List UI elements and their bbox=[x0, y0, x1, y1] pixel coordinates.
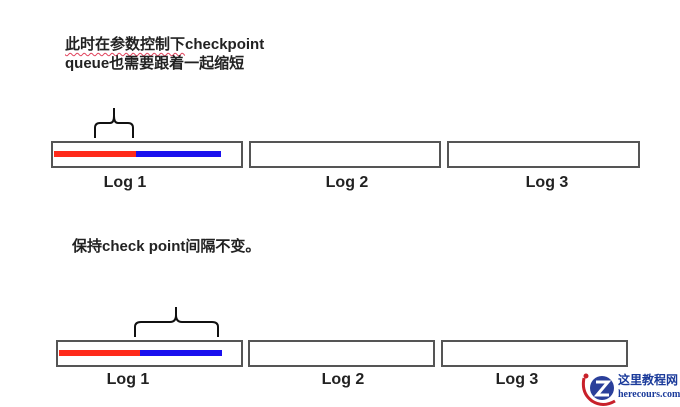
note-line2: queue也需要跟着一起缩短 bbox=[65, 55, 245, 72]
watermark-url: herecours.com bbox=[618, 389, 680, 400]
log2-label-top: Log 2 bbox=[325, 174, 369, 191]
log2-label-bottom: Log 2 bbox=[321, 371, 365, 388]
log2-box-bottom bbox=[248, 340, 435, 367]
log1-box-top bbox=[51, 141, 243, 168]
note-line1-en: checkpoint bbox=[185, 36, 265, 53]
log1-label-top: Log 1 bbox=[103, 174, 147, 191]
note-line1-cn: 此时在参数控制下 bbox=[65, 36, 186, 53]
watermark-logo: 这里教程网 herecours.com bbox=[580, 370, 680, 407]
log3-box-bottom bbox=[441, 340, 628, 367]
watermark-title: 这里教程网 bbox=[618, 373, 679, 387]
checkpointed-segment bbox=[54, 151, 136, 157]
checkpointed-segment bbox=[59, 350, 140, 356]
active-segment bbox=[136, 151, 221, 157]
log3-label-bottom: Log 3 bbox=[495, 371, 539, 388]
checkpoint-brace-bottom bbox=[134, 307, 219, 337]
log1-box-bottom bbox=[56, 340, 243, 367]
log2-box-top bbox=[249, 141, 441, 168]
note-checkpoint-queue: 此时在参数控制下checkpoint queue也需要跟着一起缩短 bbox=[65, 35, 264, 73]
log3-label-top: Log 3 bbox=[525, 174, 569, 191]
log1-label-bottom: Log 1 bbox=[106, 371, 150, 388]
z-logo-icon bbox=[581, 373, 616, 406]
note-keep-interval: 保持check point间隔不变。 bbox=[72, 238, 261, 255]
active-segment bbox=[140, 350, 222, 356]
checkpoint-brace-top bbox=[94, 108, 134, 138]
log3-box-top bbox=[447, 141, 640, 168]
